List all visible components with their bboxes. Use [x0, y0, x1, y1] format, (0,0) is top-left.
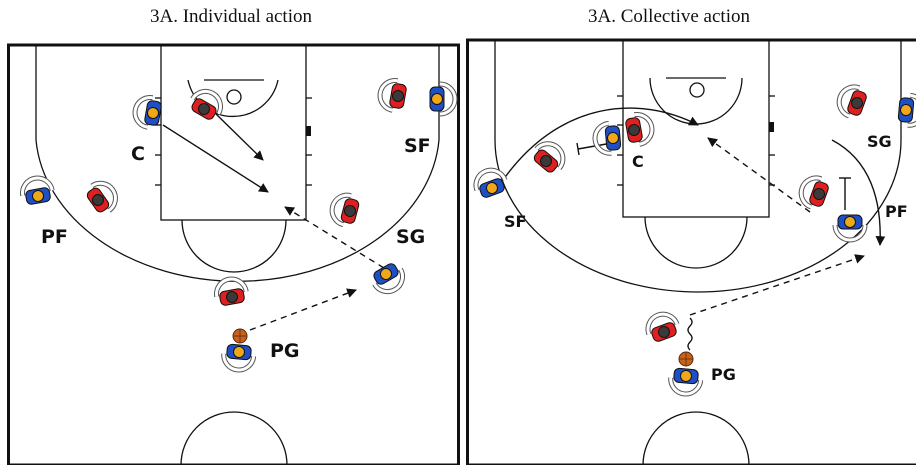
right-hoop — [689, 82, 705, 98]
right-player-c — [594, 122, 622, 154]
left-label-pg: PG — [270, 340, 300, 362]
left-center-circle — [180, 411, 288, 465]
left-defender-sf — [378, 78, 408, 112]
right-label-pf: PF — [885, 202, 908, 221]
right-free-throw-circle — [644, 216, 748, 269]
right-label-pg: PG — [711, 365, 736, 384]
right-player-sf — [472, 166, 509, 200]
right-court-boundary — [466, 38, 916, 465]
right-player-pg — [669, 368, 701, 396]
left-defender-sg — [329, 192, 361, 227]
right-ball — [678, 351, 694, 367]
left-player-pg — [222, 344, 254, 372]
left-ball — [232, 328, 248, 344]
left-label-pf: PF — [41, 226, 68, 248]
right-label-sg: SG — [867, 132, 892, 151]
right-dribble-line — [687, 317, 693, 351]
right-defender-pf — [797, 174, 831, 211]
left-cut-arrow — [162, 124, 269, 193]
right-defender-c — [625, 112, 655, 146]
right-paint — [622, 39, 770, 218]
left-cut-arrow-2 — [215, 113, 264, 161]
left-label-sg: SG — [396, 226, 425, 248]
right-sg-cut-arrow — [831, 139, 886, 246]
left-defender-pf — [84, 177, 122, 216]
right-pass-line — [707, 137, 811, 213]
left-player-sf — [430, 84, 455, 114]
right-restricted-arc — [649, 77, 743, 125]
left-paint — [160, 44, 307, 221]
right-three-point-line — [494, 40, 902, 293]
left-hoop — [226, 89, 242, 105]
left-defender-c — [188, 86, 226, 123]
left-panel-title: 3A. Individual action — [150, 6, 312, 27]
left-player-sg — [370, 260, 408, 297]
right-label-c: C — [632, 152, 644, 171]
left-pass-arrow — [249, 288, 357, 331]
right-pass-arrow — [689, 254, 865, 316]
right-panel-title: 3A. Collective action — [588, 6, 750, 27]
right-sf-cut-arrow — [502, 107, 699, 181]
right-defender-sg — [835, 83, 869, 120]
left-court: C SF PF SG PG — [7, 43, 460, 465]
left-free-throw-circle — [181, 219, 287, 273]
right-court: SF C SG PF PG — [466, 38, 916, 465]
left-player-pf — [20, 176, 54, 206]
left-label-c: C — [131, 143, 145, 165]
right-label-sf: SF — [504, 212, 526, 231]
left-pass-line — [284, 206, 385, 269]
left-player-c — [133, 95, 163, 129]
right-center-circle — [642, 411, 750, 465]
right-defender-pg — [644, 310, 681, 344]
left-label-sf: SF — [404, 135, 431, 157]
right-player-pf — [835, 215, 865, 240]
